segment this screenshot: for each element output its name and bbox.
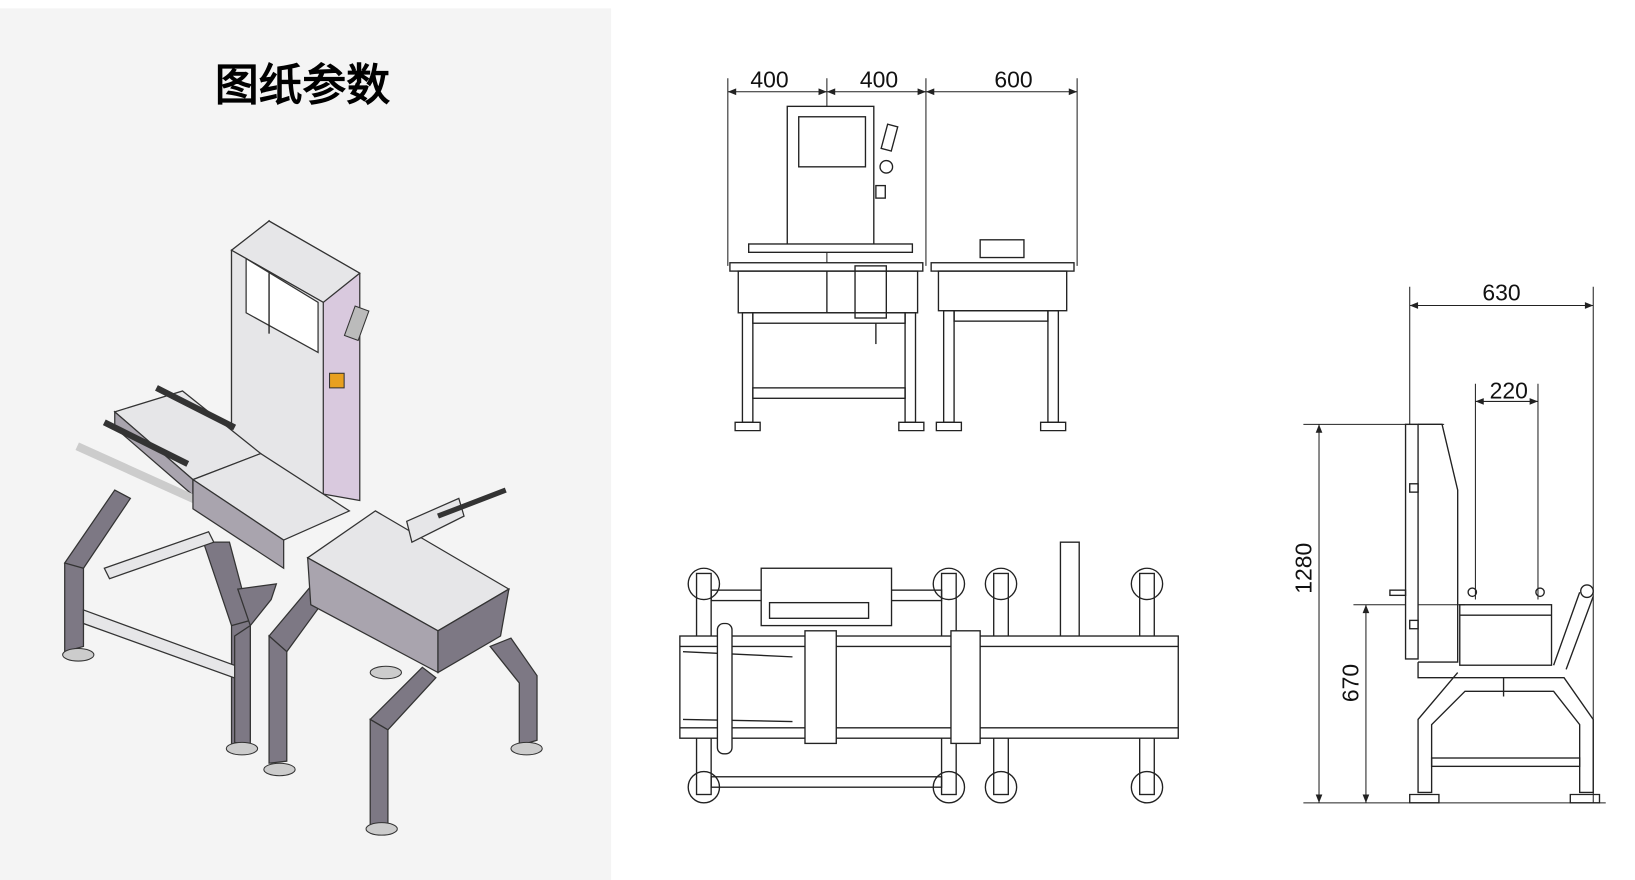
- side-dim-belt-width: 220: [1490, 377, 1528, 403]
- top-view-drawing: [679, 541, 1179, 804]
- isometric-machine-render: [62, 219, 543, 836]
- panel-title: 图纸参数: [215, 60, 390, 111]
- side-dim-height: 1280: [1291, 543, 1317, 594]
- front-dim-reject: 600: [994, 67, 1032, 93]
- front-view-drawing: 400 400 600: [727, 67, 1078, 432]
- side-view-drawing: 630 220 1280 670: [1291, 279, 1606, 804]
- isometric-panel: 图纸参数: [0, 8, 612, 880]
- front-dim-weigh: 400: [860, 67, 898, 93]
- side-dim-conveyor-height: 670: [1338, 664, 1364, 702]
- side-dim-depth: 630: [1482, 279, 1520, 305]
- front-dim-infeed: 400: [750, 67, 788, 93]
